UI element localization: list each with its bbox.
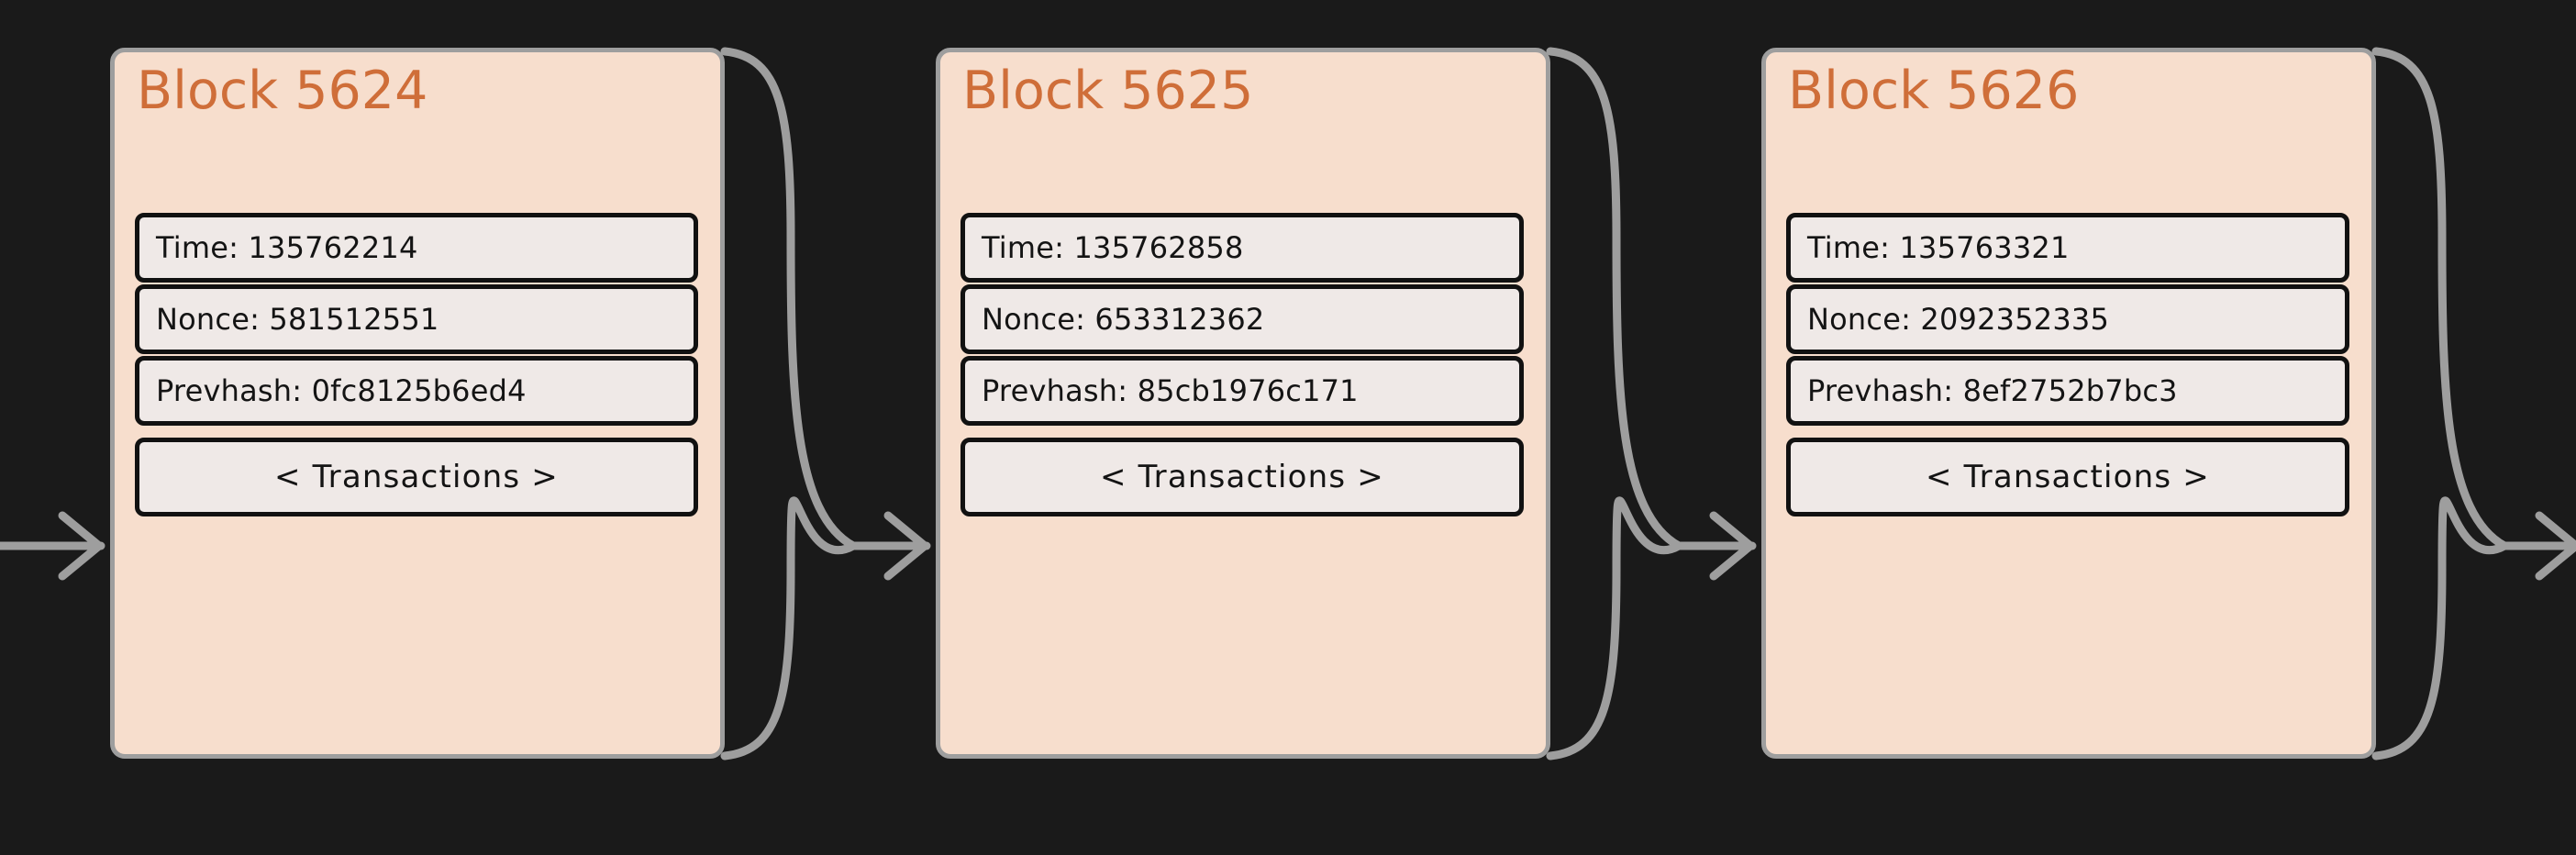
block-time-field: Time: 135763321 [1786, 213, 2349, 283]
block-prevhash-field: Prevhash: 85cb1976c171 [960, 356, 1524, 426]
block-nonce-field: Nonce: 653312362 [960, 284, 1524, 354]
brace-block-5625-to-5626 [1546, 47, 1757, 761]
brace-block-5624-to-5625 [720, 47, 931, 761]
block-card[interactable]: Block 5626 Time: 135763321 Nonce: 209235… [1761, 48, 2376, 759]
block-transactions-button[interactable]: < Transactions > [960, 438, 1524, 516]
block-card[interactable]: Block 5624 Time: 135762214 Nonce: 581512… [110, 48, 725, 759]
block-time-field: Time: 135762858 [960, 213, 1524, 283]
block-title: Block 5625 [962, 61, 1254, 121]
block-prevhash-field: Prevhash: 0fc8125b6ed4 [135, 356, 698, 426]
block-transactions-label: < Transactions > [1099, 459, 1384, 495]
block-nonce-field: Nonce: 2092352335 [1786, 284, 2349, 354]
block-title: Block 5626 [1788, 61, 2080, 121]
block-nonce-value: Nonce: 653312362 [982, 302, 1265, 337]
block-transactions-button[interactable]: < Transactions > [135, 438, 698, 516]
block-nonce-value: Nonce: 581512551 [156, 302, 439, 337]
block-time-field: Time: 135762214 [135, 213, 698, 283]
block-prevhash-field: Prevhash: 8ef2752b7bc3 [1786, 356, 2349, 426]
block-time-value: Time: 135762858 [982, 230, 1244, 265]
block-transactions-button[interactable]: < Transactions > [1786, 438, 2349, 516]
brace-block-5626-outgoing [2371, 47, 2576, 761]
block-title: Block 5624 [137, 61, 428, 121]
incoming-arrow-left [0, 511, 105, 581]
block-prevhash-value: Prevhash: 8ef2752b7bc3 [1807, 373, 2178, 408]
block-transactions-label: < Transactions > [273, 459, 559, 495]
block-time-value: Time: 135762214 [156, 230, 418, 265]
block-transactions-label: < Transactions > [1925, 459, 2210, 495]
block-prevhash-value: Prevhash: 85cb1976c171 [982, 373, 1359, 408]
block-nonce-value: Nonce: 2092352335 [1807, 302, 2110, 337]
block-prevhash-value: Prevhash: 0fc8125b6ed4 [156, 373, 527, 408]
block-time-value: Time: 135763321 [1807, 230, 2070, 265]
block-card[interactable]: Block 5625 Time: 135762858 Nonce: 653312… [936, 48, 1550, 759]
block-nonce-field: Nonce: 581512551 [135, 284, 698, 354]
